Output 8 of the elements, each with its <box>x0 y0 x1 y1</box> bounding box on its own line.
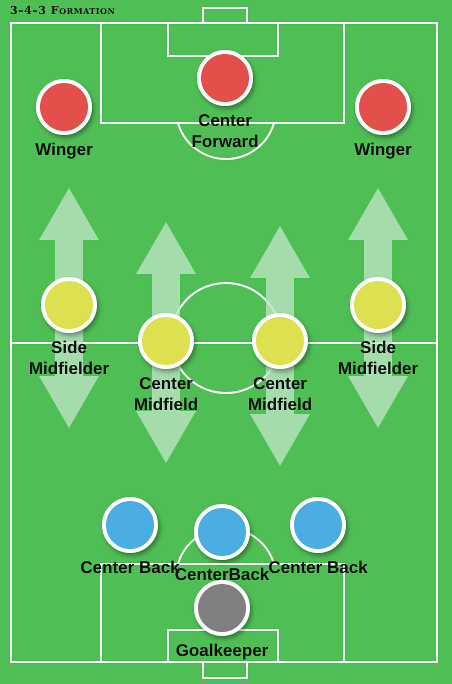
position-label: Goalkeeper <box>176 640 268 661</box>
position-label: Side Midfielder <box>336 337 420 379</box>
position-label: Center Midfield <box>132 373 200 415</box>
position-label: Side Midfielder <box>28 337 110 379</box>
diagram-title: 3–4–3 Formation <box>10 4 116 17</box>
position-label: Winger <box>354 139 412 160</box>
position-label: Center Midfield <box>246 373 314 415</box>
position-label: Winger <box>35 139 93 160</box>
